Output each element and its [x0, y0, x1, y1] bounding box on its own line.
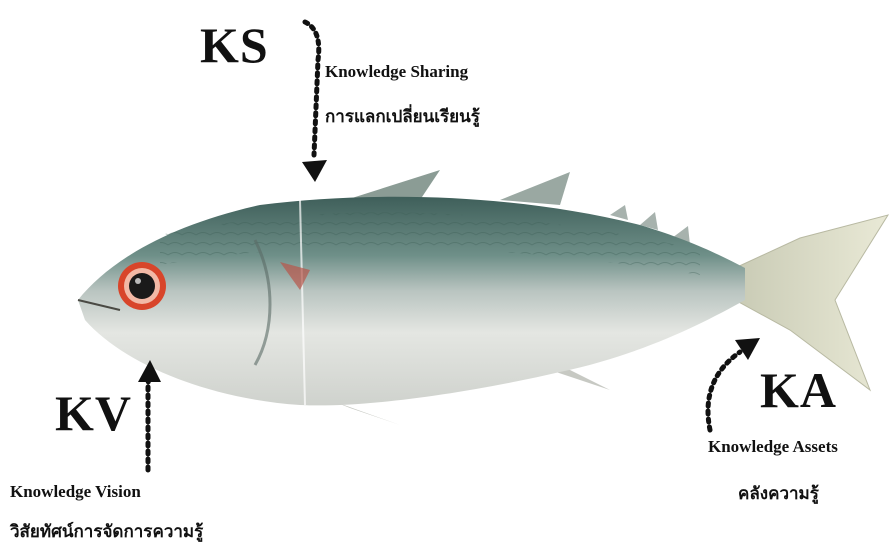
- ks-arrow: [305, 22, 319, 155]
- kv-thai-label: วิสัยทัศน์การจัดการความรู้: [10, 518, 203, 545]
- ks-abbreviation: KS: [200, 20, 269, 70]
- ks-arrowhead: [302, 160, 327, 182]
- second-dorsal-fin: [500, 172, 570, 205]
- ka-thai-label: คลังความรู้: [738, 480, 819, 507]
- kv-english-label: Knowledge Vision: [10, 482, 141, 502]
- kv-arrow: [148, 372, 150, 470]
- ka-arrowhead: [735, 338, 760, 360]
- ks-thai-label: การแลกเปลี่ยนเรียนรู้: [325, 103, 480, 130]
- kv-abbreviation: KV: [55, 388, 132, 438]
- ks-english-label: Knowledge Sharing: [325, 62, 468, 82]
- ka-arrow: [708, 352, 740, 430]
- ka-english-label: Knowledge Assets: [708, 437, 838, 457]
- ka-abbreviation: KA: [760, 365, 837, 415]
